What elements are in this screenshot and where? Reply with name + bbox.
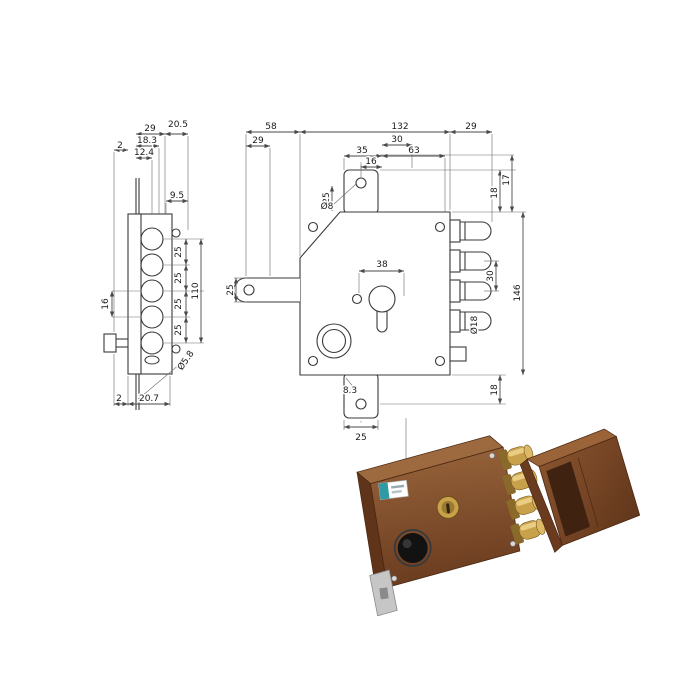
- dim-label: 12.4: [134, 148, 154, 158]
- dim-label: 16: [365, 157, 377, 167]
- latch: [449, 346, 467, 362]
- dim-label: 18: [490, 384, 500, 396]
- dim-label: 20.7: [139, 394, 159, 404]
- slot: [144, 355, 160, 365]
- screw-hole: [307, 221, 319, 233]
- knob-ring-outer: [316, 323, 352, 359]
- knob-ring-inner: [321, 328, 347, 354]
- dim-label: 132: [391, 122, 408, 132]
- front-view: 58 29 132 29 30 35 63 16 38 25 25 Ø8 18 …: [225, 121, 526, 468]
- dim-label: 25: [174, 272, 184, 283]
- dim-label: 25: [174, 246, 184, 257]
- keyway: [446, 503, 451, 514]
- dim-label: Ø18: [469, 315, 480, 334]
- dim-label: 25: [174, 324, 184, 335]
- knob-side: [103, 333, 117, 353]
- deadbolts: [449, 219, 492, 333]
- brand-label: [378, 479, 409, 500]
- screw-hole: [434, 355, 446, 367]
- product-bolts: [498, 444, 546, 545]
- screw-hole: [434, 221, 446, 233]
- screw: [391, 575, 398, 582]
- dim-label: 29: [144, 124, 156, 134]
- knob-highlight: [402, 539, 412, 549]
- strike-opening: [546, 461, 590, 537]
- pump-cylinder: [140, 253, 164, 277]
- pump-cylinder: [140, 305, 164, 329]
- dim-label: 29: [465, 122, 477, 132]
- dim-label: Ø8: [321, 201, 334, 212]
- dim-label: 25: [226, 284, 236, 295]
- screw: [510, 540, 516, 547]
- dim-label: 29: [252, 136, 264, 146]
- fixing-hole: [351, 293, 363, 305]
- screw-hole: [171, 344, 181, 354]
- dim-label: 18: [490, 187, 500, 199]
- dim-label: 35: [356, 146, 367, 156]
- keyhole-slot: [376, 308, 388, 333]
- screw-hole: [171, 228, 181, 238]
- dim-label: 38: [376, 260, 388, 270]
- strike-box: [519, 428, 641, 553]
- dim-label: 30: [391, 135, 403, 145]
- dim-label: 63: [408, 146, 419, 156]
- product-photo: [356, 428, 641, 617]
- arm-hole: [243, 284, 255, 296]
- lock-product: [356, 435, 546, 617]
- dim-label: 20.5: [168, 120, 188, 130]
- dim-label: 146: [513, 284, 523, 301]
- dim-label: 2: [116, 394, 122, 404]
- pump-cylinder: [140, 331, 164, 355]
- faceplate-slot: [379, 587, 389, 600]
- keyhole-cylinder: [368, 285, 396, 313]
- cylinder-housing: [127, 213, 173, 375]
- dim-label: 2: [117, 141, 123, 151]
- dim-label: 110: [191, 282, 201, 299]
- dim-label: 16: [101, 298, 111, 310]
- pump-cylinder: [140, 227, 164, 251]
- dim-label: 30: [486, 270, 496, 282]
- screw-hole: [355, 398, 367, 410]
- knob-base: [393, 529, 432, 568]
- dim-label: 25: [322, 192, 332, 203]
- dim-label: 17: [502, 174, 512, 185]
- pump-cylinder: [140, 279, 164, 303]
- screw: [489, 452, 495, 459]
- dim-label: 9.5: [170, 191, 184, 201]
- dim-label: 25: [355, 433, 366, 443]
- dim-label: 25: [174, 298, 184, 309]
- screw-hole: [307, 355, 319, 367]
- dim-label: 58: [265, 122, 277, 132]
- side-view: 2 29 20.5 18.3 12.4 9.5 25 25 25 25 110 …: [100, 119, 204, 410]
- dim-label: 8.3: [343, 386, 357, 396]
- dim-label: 18.3: [137, 136, 157, 146]
